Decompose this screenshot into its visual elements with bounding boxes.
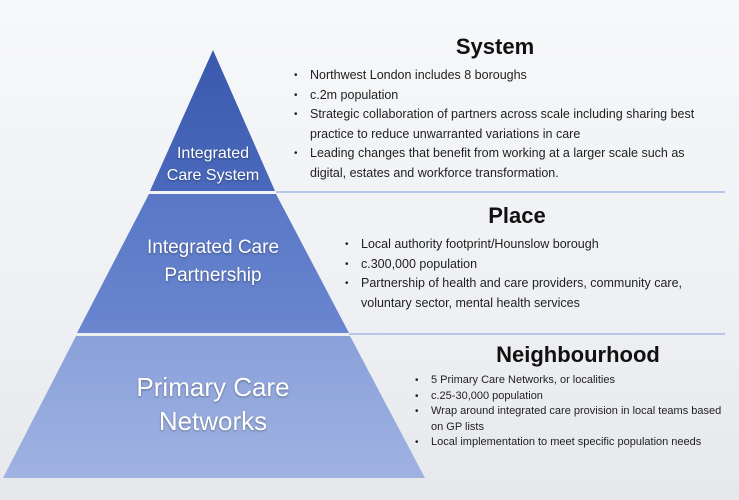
neighbourhood-bullet-list: 5 Primary Care Networks, or localities c… xyxy=(413,373,731,451)
primary-care-networks-label: Primary Care Networks xyxy=(103,370,323,438)
list-item: Local implementation to meet specific po… xyxy=(413,435,731,451)
list-item: Northwest London includes 8 boroughs xyxy=(292,66,712,86)
label-line: Integrated xyxy=(176,145,250,162)
label-line: Partnership xyxy=(164,265,262,286)
pyramid-base-segment xyxy=(3,336,425,478)
pyramid-middle-segment xyxy=(77,194,349,333)
label-line: Integrated Care xyxy=(146,237,280,258)
list-item: Partnership of health and care providers… xyxy=(343,274,683,313)
list-item: 5 Primary Care Networks, or localities xyxy=(413,373,731,389)
list-item: c.300,000 population xyxy=(343,255,683,275)
pyramid-apex-segment xyxy=(150,50,275,191)
integrated-care-system-label: Integrated Care System xyxy=(143,143,283,187)
label-line: Care System xyxy=(166,167,260,184)
label-line: Networks xyxy=(158,406,268,436)
list-item: Wrap around integrated care provision in… xyxy=(413,404,731,435)
list-item: c.2m population xyxy=(292,86,712,106)
place-heading: Place xyxy=(488,203,546,228)
list-item: Leading changes that benefit from workin… xyxy=(292,144,712,183)
system-bullet-list: Northwest London includes 8 boroughs c.2… xyxy=(292,66,712,183)
label-line: Primary Care xyxy=(136,372,290,402)
neighbourhood-heading: Neighbourhood xyxy=(496,342,660,367)
list-item: Local authority footprint/Hounslow borou… xyxy=(343,235,683,255)
integrated-care-partnership-label: Integrated Care Partnership xyxy=(113,234,313,290)
system-heading: System xyxy=(455,34,535,59)
list-item: Strategic collaboration of partners acro… xyxy=(292,105,712,144)
place-bullet-list: Local authority footprint/Hounslow borou… xyxy=(343,235,683,313)
list-item: c.25-30,000 population xyxy=(413,389,731,405)
